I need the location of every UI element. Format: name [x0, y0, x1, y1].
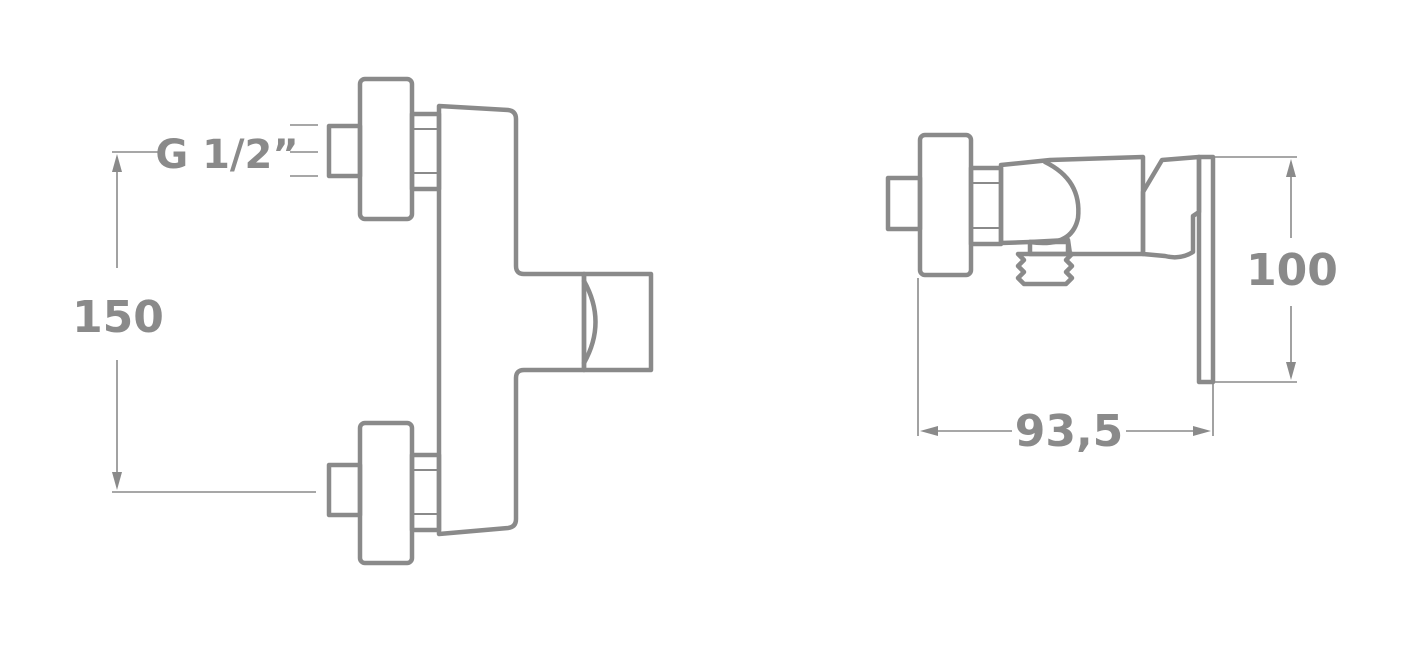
lever-handle: [1140, 154, 1202, 260]
bottom-eccentric-connector: [326, 420, 442, 566]
inlet-spacing-dimension: [112, 151, 316, 493]
thread-size-label: G 1/2”: [155, 132, 298, 178]
side-eccentric-connector: [885, 132, 1004, 278]
inlet-spacing-label: 150: [72, 292, 164, 343]
mixer-body: [436, 103, 587, 537]
wall-plate: [1196, 154, 1216, 385]
outlet-nozzle: [581, 271, 654, 373]
side-mixer-body: [998, 154, 1146, 257]
depth-dimension: [917, 278, 1214, 436]
depth-label: 93,5: [1015, 406, 1124, 457]
thread-dimension: [290, 124, 318, 177]
height-label: 100: [1246, 245, 1338, 296]
top-eccentric-connector: [326, 76, 442, 222]
height-dimension: [1213, 156, 1297, 383]
front-view: [112, 76, 654, 566]
threaded-outlet: [1015, 239, 1075, 287]
side-view: [885, 132, 1297, 436]
